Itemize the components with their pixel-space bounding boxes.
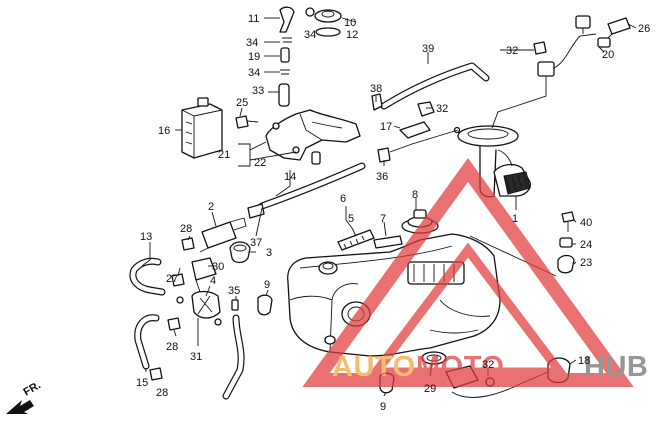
callout-20: 20 xyxy=(602,49,614,61)
fitting-35 xyxy=(231,299,239,311)
callout-30: 30 xyxy=(212,261,224,273)
callout-39: 39 xyxy=(422,43,434,55)
collar-24 xyxy=(559,237,573,248)
bolt-25 xyxy=(235,115,259,129)
bracket-plate-22 xyxy=(265,109,361,165)
callout-24: 24 xyxy=(580,239,592,251)
rubber-strip-6 xyxy=(337,229,375,251)
callout-31: 31 xyxy=(190,351,202,363)
callout-9-upper: 9 xyxy=(264,279,270,291)
callout-38: 38 xyxy=(370,83,382,95)
clip-38 xyxy=(371,93,383,111)
callout-35: 35 xyxy=(228,285,240,297)
callout-25: 25 xyxy=(236,97,248,109)
callout-3: 3 xyxy=(266,247,272,259)
clip-28-lower xyxy=(149,367,163,381)
callout-22: 22 xyxy=(254,157,266,169)
callout-14: 14 xyxy=(284,171,296,183)
callout-28-mid: 28 xyxy=(166,341,178,353)
grommet-9-upper xyxy=(257,294,273,316)
front-direction-arrow: FR. xyxy=(6,379,43,414)
valve-4 xyxy=(176,290,222,326)
bolt-40 xyxy=(561,211,575,232)
callout-27: 27 xyxy=(166,273,178,285)
callout-6: 6 xyxy=(340,193,346,205)
fuel-filter-2 xyxy=(199,217,247,253)
valve-bracket-30 xyxy=(191,257,217,293)
callout-26: 26 xyxy=(638,23,650,35)
callout-34-b: 34 xyxy=(246,37,258,49)
callout-40: 40 xyxy=(580,217,592,229)
gasket-29 xyxy=(421,351,447,365)
callout-13: 13 xyxy=(140,231,152,243)
callout-32-top: 32 xyxy=(506,45,518,57)
callout-11: 11 xyxy=(248,13,259,25)
callout-7: 7 xyxy=(380,213,386,225)
callout-34-a: 34 xyxy=(304,29,316,41)
nut-32-top xyxy=(533,41,547,55)
watermark-text-moto: MOTO xyxy=(416,351,504,383)
callout-18: 18 xyxy=(578,355,590,367)
callout-29: 29 xyxy=(424,383,436,395)
callout-1: 1 xyxy=(512,213,518,225)
watermark-text-auto: AUTO xyxy=(332,351,416,383)
callout-labels: 11 10 34 12 34 19 34 33 25 16 21 22 14 3… xyxy=(136,13,650,413)
callout-33: 33 xyxy=(252,85,264,97)
watermark-triangle-inner xyxy=(366,242,570,377)
callout-15: 15 xyxy=(136,377,148,389)
callout-5: 5 xyxy=(348,213,354,225)
callout-32-lower: 32 xyxy=(482,359,494,371)
callout-12: 12 xyxy=(346,29,358,41)
callout-19: 19 xyxy=(248,51,260,63)
hose-piece-7 xyxy=(373,235,403,249)
watermark-triangle-outer xyxy=(302,158,634,387)
clip-28-mid xyxy=(167,317,181,331)
nut-32-upper xyxy=(417,101,435,117)
callout-34-c: 34 xyxy=(248,67,260,79)
watermark: AUTO MOTO HUB xyxy=(302,158,648,387)
grommet-23 xyxy=(557,254,575,274)
canister-16 xyxy=(181,97,223,159)
clamp-37 xyxy=(247,203,265,219)
callout-8: 8 xyxy=(412,189,418,201)
callout-37: 37 xyxy=(250,237,262,249)
bracket-17 xyxy=(399,121,431,139)
fitting-stack-top xyxy=(278,6,342,107)
callout-17: 17 xyxy=(380,121,392,133)
callout-10: 10 xyxy=(344,17,356,29)
callout-23: 23 xyxy=(580,257,592,269)
connector-26 xyxy=(597,17,631,48)
callout-2: 2 xyxy=(208,201,214,213)
callout-4: 4 xyxy=(210,275,216,287)
callout-32-upper: 32 xyxy=(436,103,448,115)
clip-36 xyxy=(377,129,459,163)
callout-28-upper: 28 xyxy=(180,223,192,235)
watermark-text-hub: HUB xyxy=(584,351,648,383)
fuel-gauge-harness xyxy=(491,15,597,129)
front-arrow-label: FR. xyxy=(22,379,43,398)
callout-9-lower: 9 xyxy=(380,401,386,413)
callout-16: 16 xyxy=(158,125,170,137)
callout-28-lower: 28 xyxy=(156,387,168,399)
callout-36: 36 xyxy=(376,171,388,183)
grommet-3 xyxy=(229,241,251,264)
callout-21: 21 xyxy=(218,149,230,161)
